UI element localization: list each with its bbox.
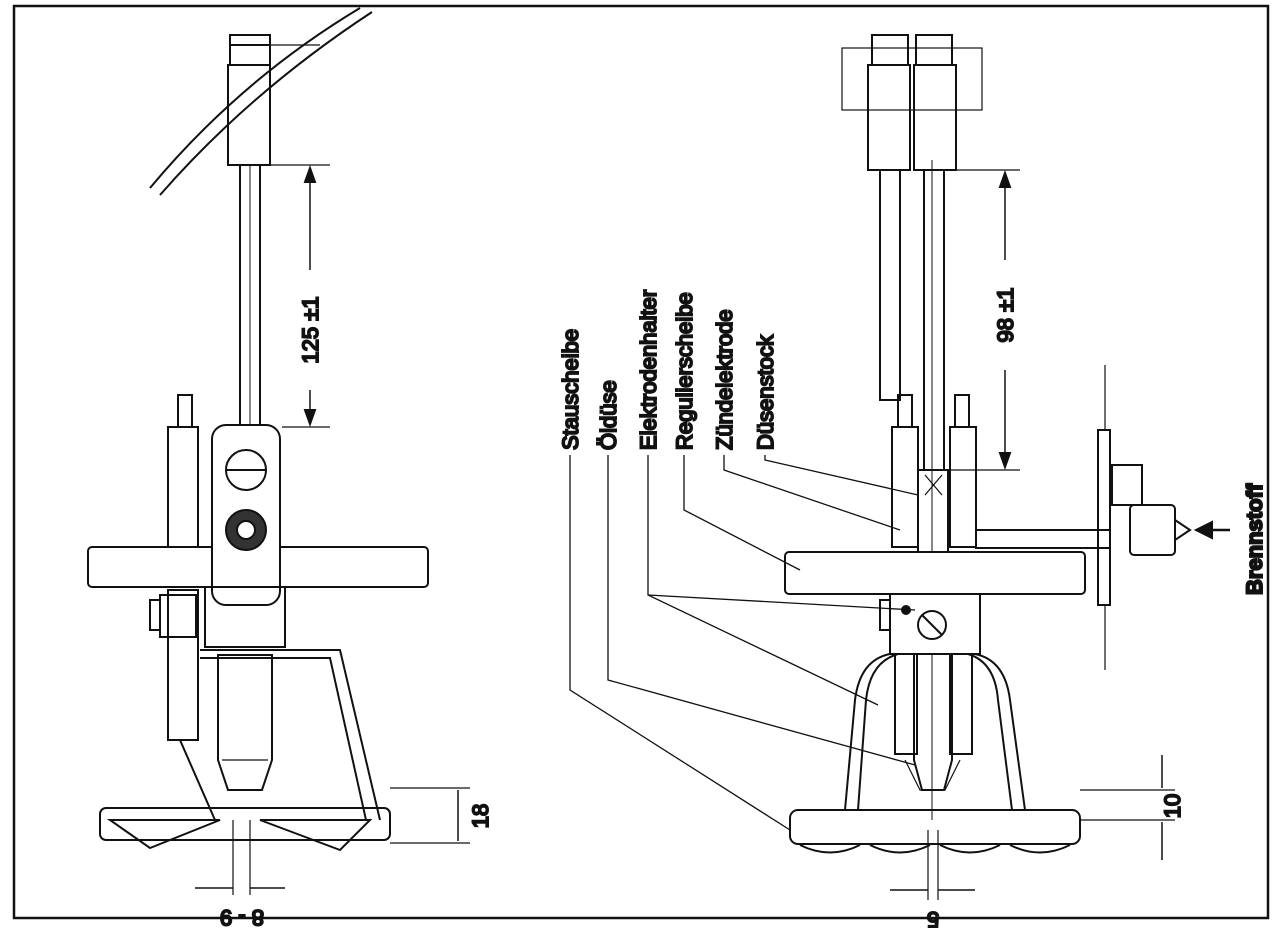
leader-olduse xyxy=(607,455,916,766)
left-disc-blade-1 xyxy=(106,819,221,850)
left-side-bracket xyxy=(159,594,197,638)
left-disc-blade-2 xyxy=(259,819,373,852)
left-dim-arrow-top xyxy=(303,165,317,183)
right-flange-plate xyxy=(1097,429,1111,606)
right-wire-frame-left xyxy=(844,653,891,811)
right-oil-nozzle xyxy=(913,653,953,791)
right-disc-wave-2 xyxy=(869,844,931,854)
right-view xyxy=(784,34,1230,900)
label-zundelektrode: Zündelektrode xyxy=(712,309,737,450)
dim-left-gap: 8 - 9 xyxy=(220,905,264,928)
right-fuel-nut xyxy=(1129,504,1176,556)
left-wire-frame-right-inner xyxy=(200,657,367,821)
right-disc-wave-3 xyxy=(939,844,1001,854)
dim-right-gap: 5 xyxy=(927,907,939,928)
left-electrode-insulator xyxy=(167,426,199,548)
leader-elektrodenhalter-2 xyxy=(647,594,916,611)
right-wire-frame-right xyxy=(974,653,1026,811)
right-holder-screw xyxy=(917,610,947,640)
left-side-bracket-tab xyxy=(149,599,161,631)
right-electrode-holder xyxy=(889,593,981,655)
label-leaders xyxy=(569,455,919,831)
leader-dusenstock xyxy=(764,455,919,496)
fuel-arrow-head xyxy=(1193,520,1213,540)
leader-regulierscheibe xyxy=(683,455,801,571)
label-olduse: Öldüse xyxy=(596,380,621,450)
left-wire-frame-right xyxy=(200,649,381,821)
label-brennstoff: Brennstoff xyxy=(1242,483,1267,595)
left-hex-nut-hole xyxy=(236,520,256,540)
right-stock-cross-2 xyxy=(924,474,943,496)
right-electrode-lower-1 xyxy=(894,653,918,755)
left-view xyxy=(87,7,470,895)
left-wire-frame-left xyxy=(179,739,216,821)
left-housing-arc-2 xyxy=(159,11,373,196)
right-rod-2 xyxy=(923,169,945,471)
right-fuel-nozzle-end xyxy=(1174,518,1192,542)
right-regulator-disc-bar xyxy=(784,551,1086,595)
right-dim98-arrow-bottom xyxy=(998,452,1012,470)
right-electrode-tip-2 xyxy=(954,394,970,428)
right-wire-frame-left-inner xyxy=(857,653,899,811)
right-screw-slot xyxy=(921,614,943,636)
frame-border xyxy=(12,4,1270,920)
right-top-nut-2 xyxy=(915,34,953,66)
leader-zundelektrode xyxy=(723,455,901,531)
dim-right-height: 10 xyxy=(1160,794,1185,818)
label-elektrodenhalter: Elektrodenhalter xyxy=(636,290,661,450)
right-connector-box xyxy=(841,47,983,111)
right-dim98-arrow-top xyxy=(998,170,1012,188)
right-top-sleeve-2 xyxy=(913,64,957,171)
left-holder-body xyxy=(204,586,286,648)
right-top-sleeve-1 xyxy=(867,64,911,171)
left-housing-arc-1 xyxy=(149,7,361,189)
left-top-sleeve xyxy=(227,64,271,166)
left-dim-arrow-bottom xyxy=(303,409,317,427)
left-stau-disc xyxy=(99,807,391,841)
right-electrode-insulator-2 xyxy=(949,426,977,548)
right-top-nut-1 xyxy=(871,34,909,66)
right-nozzle-tip xyxy=(904,759,961,791)
dim-right-length: 98 ±1 xyxy=(993,288,1018,343)
left-electrode-tip xyxy=(177,394,193,428)
dim-left-height: 18 xyxy=(468,804,493,828)
right-disc-wave-1 xyxy=(799,844,861,854)
left-top-nut xyxy=(229,34,271,66)
right-disc-wave-4 xyxy=(1009,844,1071,854)
label-regulierscheibe: Regulierscheibe xyxy=(672,292,697,450)
left-electrode-lower xyxy=(167,589,199,741)
right-holder-tab xyxy=(879,599,891,631)
right-rod-1 xyxy=(879,169,901,401)
right-electrode-lower-2 xyxy=(949,653,973,755)
left-oil-nozzle xyxy=(217,654,273,791)
dim-left-length: 125 ±1 xyxy=(298,296,323,363)
label-stauscheibe: Stauscheibe xyxy=(558,329,583,450)
leader-stauscheibe xyxy=(569,455,791,831)
right-wire-frame-right-inner xyxy=(967,653,1013,811)
right-stau-disc xyxy=(789,809,1081,845)
label-dusenstock: Düsenstock xyxy=(753,334,778,450)
right-fuel-fitting xyxy=(1111,464,1143,506)
